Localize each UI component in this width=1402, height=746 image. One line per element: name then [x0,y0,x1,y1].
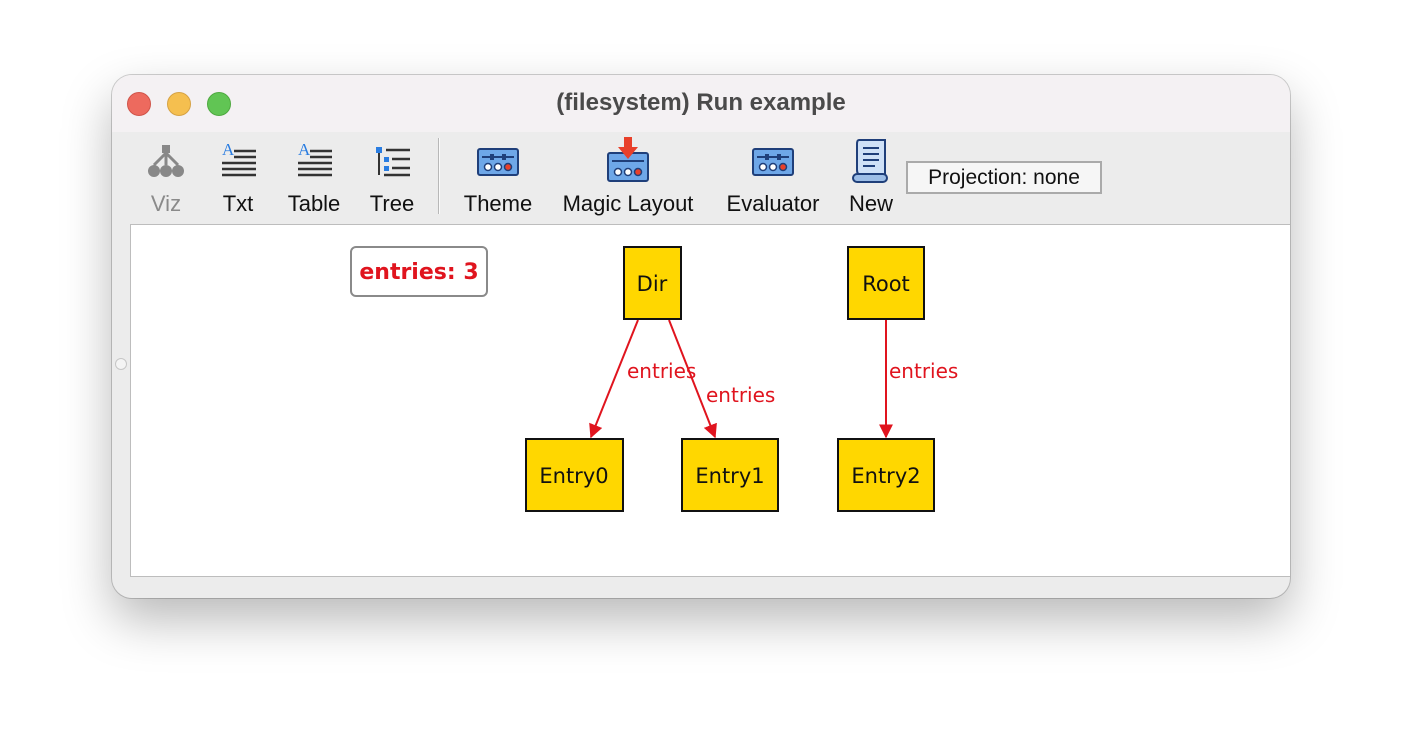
txt-button[interactable]: A Txt [214,132,262,224]
entries-count-badge: entries: 3 [350,246,488,297]
svg-text:A: A [298,140,311,159]
table-button[interactable]: A Table [282,132,346,224]
graph-canvas[interactable]: entries: 3 entries entries entries Dir R… [130,224,1290,577]
graph-view: entries: 3 entries entries entries Dir R… [350,246,958,512]
app-window: (filesystem) Run example Viz [112,75,1290,598]
node-entry2[interactable]: Entry2 [837,438,935,512]
edge-dir-entry0 [589,319,639,439]
title-bar[interactable]: (filesystem) Run example [112,75,1290,132]
evaluator-panel-icon [749,132,797,190]
tree-list-icon [368,132,416,190]
toolbar-separator [438,138,440,214]
node-root[interactable]: Root [847,246,925,320]
new-button[interactable]: New [844,132,898,224]
maximize-window-button[interactable] [207,92,231,116]
node-dir[interactable]: Dir [623,246,682,320]
edge-label: entries [627,359,696,383]
projection-selector[interactable]: Projection: none [906,161,1102,194]
evaluator-button[interactable]: Evaluator [720,132,826,224]
node-entry0[interactable]: Entry0 [525,438,624,512]
viz-button[interactable]: Viz [142,132,190,224]
node-label: Entry2 [851,464,920,488]
table-label: Table [287,191,341,216]
tree-label: Tree [369,191,415,216]
edge-dir-entry1 [668,319,717,439]
scroll-icon [847,132,895,190]
new-label: New [848,191,893,216]
viz-graph-icon [142,132,190,190]
toolbar: Viz A Txt A [112,132,1290,224]
theme-panel-icon [474,132,522,190]
text-lines-icon: A [214,132,262,190]
theme-button[interactable]: Theme [460,132,536,224]
node-label: Entry0 [539,464,608,488]
splitter-handle[interactable] [115,358,127,370]
table-lines-icon: A [290,132,338,190]
theme-label: Theme [463,191,533,216]
viz-label: Viz [150,191,182,216]
tree-button[interactable]: Tree [364,132,420,224]
close-window-button[interactable] [127,92,151,116]
magic-layout-button[interactable]: Magic Layout [556,132,700,224]
node-label: Root [862,272,910,296]
entries-count-text: entries: 3 [359,260,478,285]
txt-label: Txt [222,191,254,216]
node-label: Dir [637,272,668,296]
minimize-window-button[interactable] [167,92,191,116]
edge-label: entries [706,383,775,407]
magic-layout-label: Magic Layout [562,191,694,216]
window-title: (filesystem) Run example [556,89,846,116]
magic-layout-icon [604,132,652,190]
node-label: Entry1 [695,464,764,488]
edge-label: entries [889,359,958,383]
svg-text:A: A [222,140,235,159]
evaluator-label: Evaluator [726,191,820,216]
node-entry1[interactable]: Entry1 [681,438,779,512]
